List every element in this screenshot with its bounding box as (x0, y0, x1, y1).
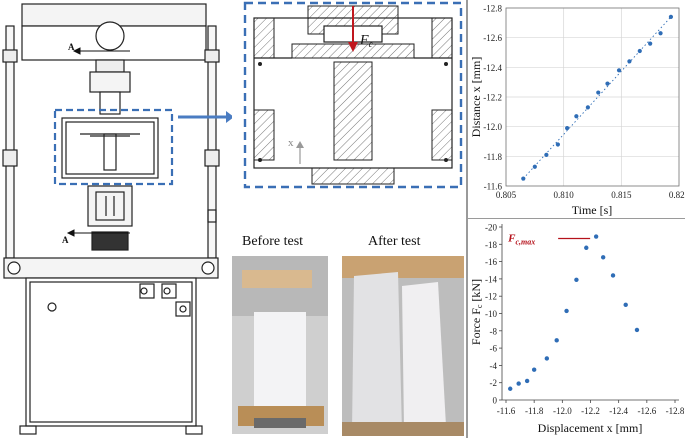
force-displacement-chart: 0 -2 -4 -6 -8 -10 -12 -14 -16 -18 -20 -11.6 -11.8 -1… (469, 223, 685, 436)
y-tick-label: -8 (490, 326, 498, 336)
y-tick-label: -11.6 (484, 182, 503, 192)
x-tick-label: -12.8 (666, 406, 685, 416)
data-point (648, 41, 653, 46)
axis-label: x (288, 137, 294, 149)
data-point (574, 277, 579, 282)
data-point (508, 386, 513, 391)
highlight-frame (53, 108, 174, 186)
trend-line (522, 16, 672, 179)
y-tick-label: -11.8 (484, 152, 503, 162)
data-point (516, 381, 521, 386)
data-point (555, 142, 560, 147)
x-tick-label: 0.805 (496, 190, 517, 200)
section-label-bottom: A (62, 235, 69, 245)
data-point (658, 31, 663, 36)
before-photo (232, 256, 328, 434)
data-point (532, 164, 537, 169)
y-tick-label: -14 (485, 274, 497, 284)
testing-machine-drawing: A A (2, 3, 232, 435)
data-point (531, 367, 537, 372)
y-tick-label: -10 (485, 309, 497, 319)
plot-frame (505, 7, 680, 187)
y-tick-label: 0 (493, 396, 498, 406)
force-label: Fc (359, 33, 373, 49)
chart-grid (505, 7, 680, 187)
data-point (627, 59, 632, 64)
force-arrow-head (348, 42, 358, 52)
x-tick-label: -12.0 (553, 406, 572, 416)
y-tick-label: -2 (490, 378, 498, 388)
divider-vertical (466, 0, 468, 438)
y-axis-label: Force Fc [kN] (469, 279, 484, 345)
data-point (524, 378, 530, 384)
data-point (564, 308, 569, 314)
y-tick-label: -12.8 (483, 4, 502, 14)
y-tick-label: -18 (485, 240, 497, 250)
x-tick-label: -11.8 (525, 406, 544, 416)
zoom-arrow-head (226, 111, 232, 123)
data-point (584, 245, 589, 250)
y-tick-label: -4 (490, 361, 498, 371)
data-point (634, 327, 640, 333)
x-tick-label: 0.810 (554, 190, 575, 200)
divider-horizontal (468, 218, 685, 219)
y-tick-label: -12.0 (483, 122, 502, 132)
y-tick-label: -12.2 (483, 93, 502, 103)
x-tick-label: 0.815 (611, 190, 632, 200)
after-test-label: After test (368, 234, 421, 249)
data-point (600, 255, 606, 260)
data-point (616, 68, 622, 73)
specimen-photos: Before test After test (230, 228, 466, 438)
y-tick-label: -12.6 (483, 33, 502, 43)
cell-detail-drawing: Fc x (243, 1, 463, 189)
section-label-top: A (68, 42, 75, 52)
data-point (623, 302, 628, 308)
y-tick-label: -16 (485, 257, 497, 267)
x-tick-label: -12.2 (581, 406, 600, 416)
data-point (574, 114, 579, 119)
x-tick-label: -12.4 (609, 406, 628, 416)
data-point (605, 81, 610, 86)
x-tick-label: -12.6 (637, 406, 656, 416)
x-tick-label: 0.820 (669, 190, 685, 200)
data-point (585, 105, 590, 110)
data-point (593, 234, 599, 239)
after-photo (342, 256, 464, 436)
data-point (668, 14, 674, 19)
y-tick-label: -6 (490, 344, 498, 354)
data-point (544, 356, 550, 361)
data-point (521, 176, 526, 181)
before-test-label: Before test (242, 234, 304, 249)
y-tick-label: -12.4 (483, 63, 502, 73)
data-point (596, 90, 601, 95)
data-point (554, 338, 559, 343)
x-axis-label: Displacement x [mm] (538, 421, 643, 435)
fcmax-annotation: Fc,max (507, 233, 535, 247)
distance-time-chart: -11.6 -11.8 -12.0 -12.2 -12.4 -12.6 -12.8 0.80… (469, 4, 685, 218)
data-point (544, 152, 549, 157)
data-point (610, 273, 616, 278)
y-tick-label: -12 (485, 292, 497, 302)
data-point (565, 126, 570, 131)
x-tick-label: -11.6 (497, 406, 516, 416)
data-point (637, 48, 642, 54)
y-tick-label: -20 (485, 223, 497, 233)
x-axis-label: Time [s] (572, 203, 613, 217)
y-axis-label: Distance x [mm] (469, 57, 483, 138)
